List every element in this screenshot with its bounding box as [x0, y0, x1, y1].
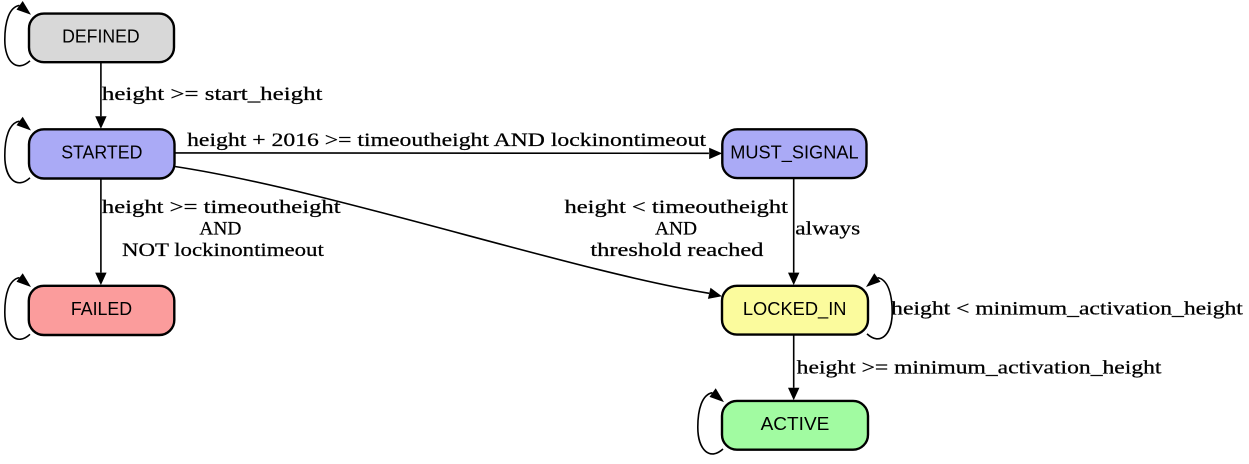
svg-text:MUST_SIGNAL: MUST_SIGNAL: [730, 142, 858, 164]
svg-text:height < timeoutheight: height < timeoutheight: [565, 197, 789, 218]
svg-text:height >= minimum_activation_h: height >= minimum_activation_height: [797, 358, 1163, 379]
svg-text:LOCKED_IN: LOCKED_IN: [743, 298, 847, 320]
svg-text:AND: AND: [199, 219, 241, 240]
svg-text:STARTED: STARTED: [61, 142, 142, 163]
svg-text:AND: AND: [655, 219, 697, 240]
svg-text:ACTIVE: ACTIVE: [761, 413, 830, 434]
svg-text:NOT lockinontimeout: NOT lockinontimeout: [122, 240, 325, 261]
svg-text:height >= start_height: height >= start_height: [102, 84, 324, 105]
svg-text:height < minimum_activation_he: height < minimum_activation_height: [891, 298, 1244, 319]
svg-text:FAILED: FAILED: [71, 298, 132, 319]
svg-text:DEFINED: DEFINED: [62, 25, 140, 46]
svg-text:threshold reached: threshold reached: [590, 240, 764, 261]
svg-text:always: always: [795, 219, 860, 240]
svg-text:height >= timeoutheight: height >= timeoutheight: [102, 197, 342, 218]
svg-text:height + 2016 >= timeoutheight: height + 2016 >= timeoutheight AND locki…: [187, 130, 707, 151]
